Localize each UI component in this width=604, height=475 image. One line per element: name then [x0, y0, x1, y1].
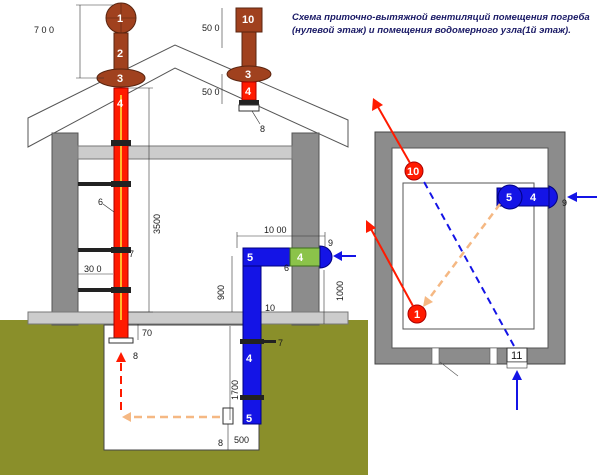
part-label-8c: 8 — [218, 438, 223, 448]
part-label-5b: 5 — [246, 413, 252, 425]
roof — [27, 44, 349, 148]
pipe-coupling — [240, 395, 264, 400]
dim-500-mid: 50 0 — [202, 87, 220, 97]
part-label-7b: 7 — [278, 338, 283, 348]
exhaust-pipe-10 — [241, 31, 257, 71]
pipe-coupling — [111, 181, 131, 187]
dim-1700: 1700 — [230, 380, 240, 400]
part-label-1: 1 — [117, 13, 123, 25]
plan-label-1: 1 — [414, 309, 420, 321]
part-label-7a: 7 — [129, 249, 134, 259]
plan-label-11: 11 — [511, 350, 522, 362]
part-label-4: 4 — [117, 98, 124, 110]
pipe-coupling — [240, 339, 264, 344]
dim-70: 70 — [142, 328, 152, 338]
pipe-coupling — [111, 247, 131, 253]
pipe-coupling — [111, 287, 131, 293]
dim-900: 900 — [216, 285, 226, 300]
dim-1000-top: 10 00 — [264, 225, 287, 235]
plan-label-9: 9 — [562, 198, 567, 208]
part-label-8b: 8 — [260, 124, 265, 134]
exhaust-grille-8 — [108, 337, 134, 344]
pipe-coupling — [239, 100, 259, 105]
left-wall — [51, 132, 79, 326]
supply-grille-8 — [222, 407, 234, 425]
ceiling-slab — [77, 145, 293, 160]
supply-pipe-vertical — [242, 265, 262, 425]
plan-exhaust-1 — [407, 304, 427, 324]
plan-supply-elbow — [497, 184, 523, 210]
plan-label-5: 5 — [506, 192, 512, 204]
diagram-title-line2: (нулевой этаж) и помещения водомерного у… — [292, 25, 571, 36]
part-label-10: 10 — [242, 14, 254, 26]
dim-3500: 3500 — [152, 214, 162, 234]
part-label-9a: 9 — [328, 238, 333, 248]
wall-bracket — [264, 340, 276, 343]
part-label-4b: 4 — [245, 86, 252, 98]
part-label-3: 3 — [117, 73, 123, 85]
part-label-4d: 4 — [246, 353, 253, 365]
insulation-6 — [289, 247, 321, 267]
plan-supply-cap — [548, 185, 558, 209]
wall-bracket — [78, 182, 118, 186]
dim-500-top: 50 0 — [202, 23, 220, 33]
part-label-5a: 5 — [247, 252, 253, 264]
cellar-pit — [103, 324, 260, 451]
right-wall — [291, 132, 320, 326]
wall-bracket — [78, 248, 118, 252]
part-label-10b: 10 — [265, 303, 275, 313]
exhaust-grille-8b — [238, 104, 260, 112]
part-label-2: 2 — [117, 48, 123, 60]
part-label-3b: 3 — [245, 69, 251, 81]
supply-inlet-cap-9 — [319, 245, 333, 269]
dim-500-bottom: 500 — [234, 435, 249, 445]
dim-700: 7 0 0 — [34, 25, 54, 35]
exhaust-cap-10 — [235, 7, 263, 33]
dim-1000-side: 1000 — [335, 281, 345, 301]
plan-gap-left — [431, 347, 440, 365]
plan-label-10: 10 — [407, 166, 419, 178]
part-label-6b: 6 — [284, 263, 289, 273]
part-label-4c: 4 — [297, 252, 304, 264]
dim-300: 30 0 — [84, 264, 102, 274]
plan-exhaust-10 — [404, 161, 424, 181]
plan-label-4: 4 — [530, 192, 537, 204]
part-label-8a: 8 — [133, 351, 138, 361]
plan-gap-right — [489, 347, 498, 365]
pipe-coupling — [111, 140, 131, 146]
wall-bracket — [78, 288, 118, 292]
floor-slab — [27, 311, 349, 325]
part-label-6a: 6 — [98, 197, 103, 207]
diagram-title-line1: Схема приточно-вытяжной вентиляций помещ… — [292, 12, 590, 23]
